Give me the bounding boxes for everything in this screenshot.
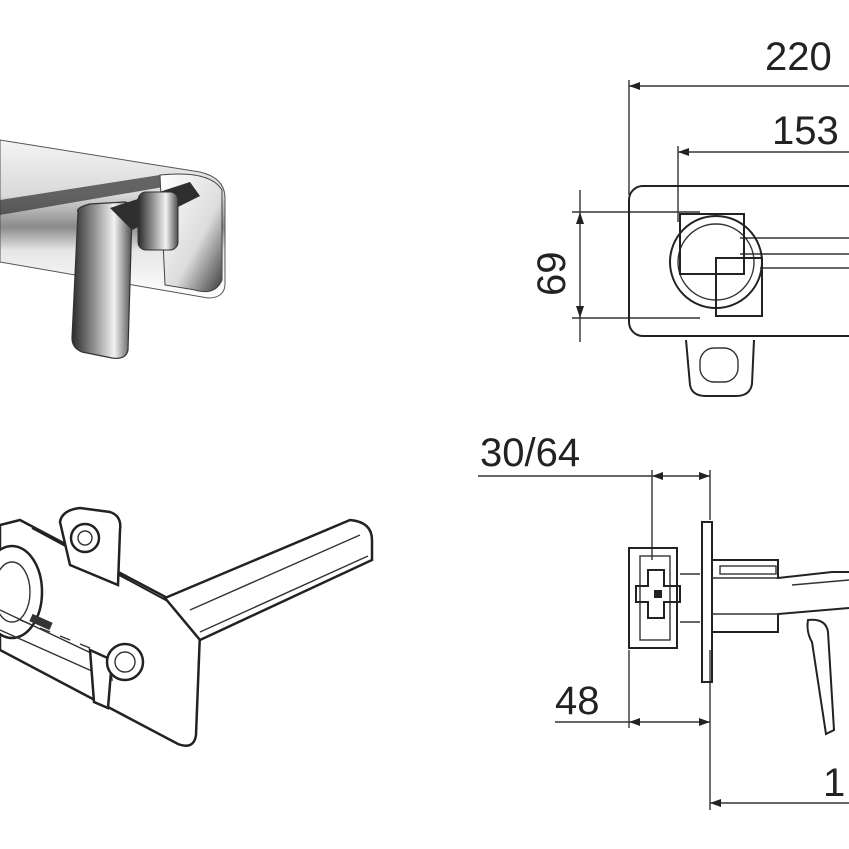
front-view: 220 153 69 (530, 35, 849, 397)
dim-body-depth: 30/64 (480, 431, 580, 475)
side-view: 30/64 48 1 (478, 431, 849, 810)
dim-overall-length: 220 (765, 35, 832, 79)
dim-spout-projection: 1 (823, 761, 845, 805)
dim-plate-height: 69 (530, 252, 574, 297)
dim-spout-length: 153 (772, 109, 839, 153)
dim-plate-offset: 48 (555, 679, 600, 723)
isometric-drawing (0, 506, 374, 747)
product-photo (0, 139, 226, 359)
